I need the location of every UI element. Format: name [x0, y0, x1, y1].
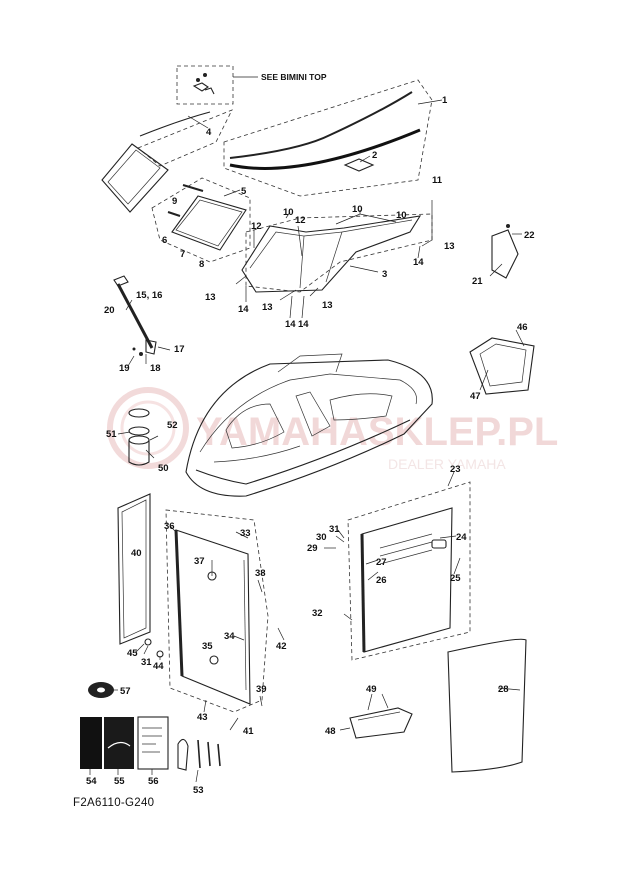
callout: 49: [366, 684, 377, 695]
manual-set: [80, 716, 169, 770]
leader-lines: [89, 99, 525, 783]
callout: 27: [376, 557, 387, 568]
callout: 19: [119, 363, 130, 374]
callout: 21: [472, 276, 483, 287]
callout: 31: [329, 524, 340, 535]
callout: 10: [283, 207, 294, 218]
callout: 6: [162, 235, 167, 246]
callout: 34: [224, 631, 235, 642]
boat-hull: [185, 353, 433, 497]
callout: 11: [432, 175, 443, 186]
storage-bin: [469, 337, 535, 395]
diagram-code: F2A6110-G240: [73, 797, 155, 809]
watermark-sub: DEALER YAMAHA: [388, 456, 506, 472]
callout: 35: [202, 641, 213, 652]
main-windshield: [241, 213, 433, 293]
bimini-hardware-group: [176, 65, 258, 105]
seal-loop-28: [447, 638, 527, 773]
windshield-left-frame: [101, 109, 233, 213]
callout: 24: [456, 532, 467, 543]
callout: 10: [396, 210, 407, 221]
callout: 33: [240, 528, 251, 539]
callout: 39: [256, 684, 267, 695]
callout: 17: [174, 344, 185, 355]
callout: 40: [131, 548, 142, 559]
callout: 52: [167, 420, 178, 431]
callout: 38: [255, 568, 266, 579]
callout: 42: [276, 641, 287, 652]
callout: 30: [316, 532, 327, 543]
callout: 53: [193, 785, 204, 796]
callout: 47: [470, 391, 481, 402]
watermark-main: YAMAHASKLEP.PL: [196, 410, 558, 454]
callout: 13: [262, 302, 273, 313]
callout: 26: [376, 575, 387, 586]
tray-48: [349, 707, 413, 739]
callout: 8: [199, 259, 204, 270]
callout: 13: [205, 292, 216, 303]
callout: 12: [251, 221, 262, 232]
cup-holder: [128, 408, 150, 466]
callout: 14: [285, 319, 296, 330]
callout: 5: [241, 186, 247, 197]
callout: 57: [120, 686, 131, 697]
callout: 3: [382, 269, 387, 280]
callout: 13: [444, 241, 455, 252]
bracket-clip: [491, 224, 519, 279]
callout: 29: [307, 543, 318, 554]
callout: 9: [172, 196, 177, 207]
callout: 25: [450, 573, 461, 584]
callout: 20: [104, 305, 115, 316]
callout: 37: [194, 556, 205, 567]
door-assembly: [144, 509, 269, 713]
callout: 1: [442, 95, 448, 106]
callout: 7: [180, 249, 185, 260]
callout: 48: [325, 726, 336, 737]
see-bimini-note: SEE BIMINI TOP: [261, 72, 327, 82]
callout: 14: [298, 319, 309, 330]
callout: 28: [498, 684, 509, 695]
callout: 2: [372, 150, 377, 161]
callout: 10: [352, 204, 363, 215]
callout: 32: [312, 608, 323, 619]
watermark: YAMAHASKLEP.PL DEALER YAMAHA: [107, 387, 558, 472]
callout: 13: [322, 300, 333, 311]
callout: 36: [164, 521, 175, 532]
callout: 50: [158, 463, 169, 474]
callout: 43: [197, 712, 208, 723]
callout: 15, 16: [136, 290, 162, 301]
gas-spring-assembly: [113, 275, 157, 356]
callout: 14: [413, 257, 424, 268]
windshield-rail: [223, 79, 433, 197]
callout: 18: [150, 363, 161, 374]
callout: 22: [524, 230, 535, 241]
callout: 45: [127, 648, 138, 659]
side-panel-23: [347, 481, 471, 661]
callout: 23: [450, 464, 461, 475]
panel-frame-40: [117, 493, 151, 645]
callout: 46: [517, 322, 528, 333]
callout: 12: [295, 215, 306, 226]
callout: 4: [206, 127, 212, 138]
callout: 44: [153, 661, 164, 672]
callout: 56: [148, 776, 159, 787]
callout-labels: 1 2 3 4 5 6 7 8 9 10 10 10 11 12 12 13 1…: [86, 95, 535, 796]
callout: 31: [141, 657, 152, 668]
callout: 41: [243, 726, 254, 737]
tool-kit-53: [177, 738, 221, 771]
callout: 51: [106, 429, 117, 440]
callout: 55: [114, 776, 125, 787]
side-window: [151, 177, 251, 263]
callout: 54: [86, 776, 97, 787]
decal-57: [88, 682, 114, 698]
callout: 14: [238, 304, 249, 315]
